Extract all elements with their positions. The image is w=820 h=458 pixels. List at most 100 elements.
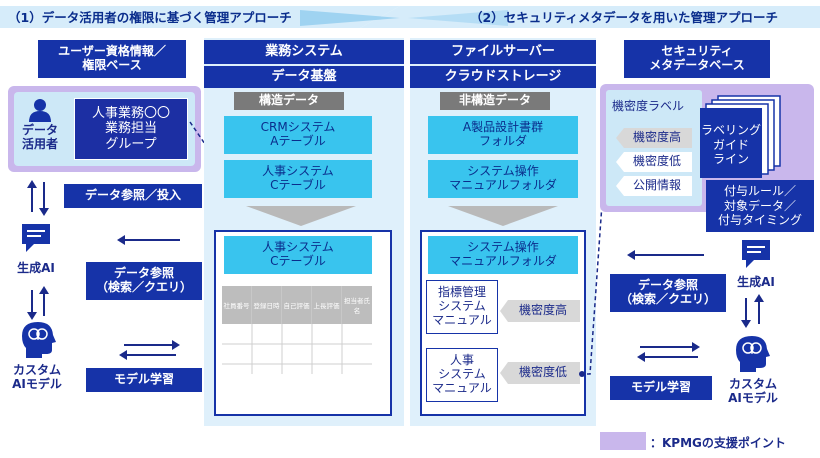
label-title: 機密度ラベル — [612, 99, 685, 113]
crm-table-box: CRMシステム Aテーブル — [224, 116, 372, 154]
arrow-left-head-4 — [637, 352, 645, 362]
doc1-line3: マニュアル — [432, 312, 492, 327]
down-triangle-business — [246, 206, 356, 226]
guide-line1: ラベリング — [700, 123, 761, 138]
sysop2-line2: マニュアルフォルダ — [449, 254, 557, 268]
doc1-line1: 指標管理 — [437, 285, 486, 300]
business-system-title: 業務システム — [204, 40, 404, 64]
hr-group-line2: 業務担当 — [104, 121, 157, 137]
arrow-up-head-left-2 — [39, 286, 49, 294]
crm-line2: Aテーブル — [270, 134, 326, 148]
arrow-up-head-right — [754, 294, 764, 302]
meta-db-line1: セキュリティ — [661, 44, 733, 59]
doc2-line3: マニュアル — [432, 380, 492, 395]
structured-data-label: 構造データ — [234, 92, 344, 110]
hr-group-box: 人事業務〇〇 業務担当 グループ — [74, 98, 188, 160]
arrow-down-line-left — [43, 182, 45, 208]
user-db-line2: 権限ベース — [82, 58, 142, 72]
file-server-title: ファイルサーバー — [410, 40, 596, 64]
guideline-docs-icon — [700, 95, 781, 178]
sysop-folder-box: システム操作 マニュアルフォルダ — [428, 160, 578, 198]
label-tag-shape-1 — [616, 152, 692, 172]
data-ref-search-line1-right: データ参照 — [637, 278, 698, 293]
meta-db-line2: メタデータベース — [649, 58, 745, 72]
rules-line2: 対象データ／ — [723, 198, 796, 213]
hr2-line1: 人事システム — [262, 240, 334, 255]
arrow-up-line-left — [31, 186, 33, 212]
rules-line1: 付与ルール／ — [723, 184, 796, 199]
arrow-right-line-4 — [640, 346, 694, 348]
doc1-tag-text: 機密度高 — [518, 303, 567, 318]
sysop2-line1: システム操作 — [467, 240, 539, 255]
security-metadata-db-label: セキュリティ メタデータベース — [624, 40, 770, 78]
table-col-4: 担当者氏名 — [344, 297, 370, 315]
hr-group-line1: 人事業務〇〇 — [91, 105, 170, 121]
cloud-storage-title: クラウドストレージ — [410, 66, 596, 88]
design-line2: フォルダ — [478, 134, 527, 148]
unstructured-data-label: 非構造データ — [440, 92, 550, 110]
down-triangle-file — [448, 206, 558, 226]
doc-hr-manual: 人事 システム マニュアル — [426, 348, 498, 402]
data-user-label: データ 活用者 — [16, 123, 64, 152]
sysop-line1: システム操作 — [467, 164, 539, 179]
table-col-2: 自己評価 — [282, 286, 312, 324]
custom-ai-line2-right: AIモデル — [728, 390, 778, 405]
label-tag-2: 公開情報 — [632, 178, 681, 193]
custom-ai-line1-left: カスタム — [12, 363, 61, 377]
tag-high-shape — [500, 300, 580, 322]
design-folder-box: A製品設計書群 フォルダ — [428, 116, 578, 154]
data-ref-search-label-left: データ参照 （検索／クエリ） — [86, 262, 202, 300]
hr-table-box-2: 人事システム Cテーブル — [224, 236, 372, 274]
custom-ai-line1-right: カスタム — [728, 377, 777, 391]
label-tag-shape-2 — [616, 176, 692, 196]
arrow-up-line-left-2 — [43, 292, 45, 316]
arrow-right-line-2 — [124, 344, 174, 346]
hr-line1: 人事システム — [262, 164, 334, 179]
arrow-left-line-1 — [124, 239, 180, 241]
person-icon — [29, 99, 51, 122]
label-tag-1: 機密度低 — [632, 154, 681, 169]
arrow-left-line-3 — [634, 254, 704, 256]
gen-ai-label-left: 生成AI — [17, 261, 55, 275]
doc2-tag-text: 機密度低 — [518, 365, 567, 380]
design-line1: A製品設計書群 — [462, 120, 544, 135]
guide-line2: ガイド — [712, 137, 749, 152]
table-col-0: 社員番号 — [222, 286, 252, 324]
table-col-3: 上長評価 — [312, 286, 342, 324]
arrow-right-head-2 — [172, 340, 180, 350]
header-right-title: （2）セキュリティメタデータを用いた管理アプローチ — [470, 10, 778, 25]
brain-head-icon-right — [736, 336, 770, 372]
table-body-grid — [222, 324, 372, 374]
hr-group-line3: グループ — [105, 136, 157, 152]
doc-kpi-manual: 指標管理 システム マニュアル — [426, 280, 498, 334]
guide-line3: ライン — [712, 152, 749, 167]
model-training-label-right: モデル学習 — [610, 376, 712, 400]
data-ref-search-label-right: データ参照 （検索／クエリ） — [610, 274, 726, 312]
arrow-left-line-2 — [126, 354, 176, 356]
label-tag-0: 機密度高 — [632, 130, 681, 145]
custom-ai-line2-left: AIモデル — [12, 376, 62, 391]
table-header-row: 社員番号 登録日時 自己評価 上長評価 担当者氏名 — [222, 286, 372, 324]
doc2-line1: 人事 — [449, 353, 474, 368]
arrow-left-head-1 — [117, 235, 125, 245]
hr2-line2: Cテーブル — [270, 254, 326, 268]
doc1-line2: システム — [438, 299, 486, 314]
arrow-down-head-left — [39, 208, 49, 216]
sysop-folder-box-2: システム操作 マニュアルフォルダ — [428, 236, 578, 274]
arrow-down-head-left-2 — [27, 312, 37, 320]
header-left-title: （1）データ活用者の権限に基づく管理アプローチ — [8, 10, 292, 25]
data-ref-search-line2-left: （検索／クエリ） — [95, 280, 192, 294]
arrow-up-head-left — [27, 180, 37, 188]
dashed-connector-right — [579, 203, 603, 377]
data-ref-search-line1-left: データ参照 — [113, 266, 174, 281]
gen-ai-label-right: 生成AI — [737, 275, 775, 289]
table-col-1: 登録日時 — [252, 286, 282, 324]
arrow-down-line-right — [745, 298, 747, 322]
custom-ai-label-left: カスタム AIモデル — [2, 363, 72, 392]
model-training-label-left: モデル学習 — [86, 368, 202, 392]
legend-swatch — [600, 432, 646, 450]
data-user-line1: データ — [21, 123, 58, 137]
arrow-up-line-right — [758, 300, 760, 324]
sysop-line2: マニュアルフォルダ — [449, 178, 557, 192]
arrow-down-line-left-2 — [31, 290, 33, 314]
